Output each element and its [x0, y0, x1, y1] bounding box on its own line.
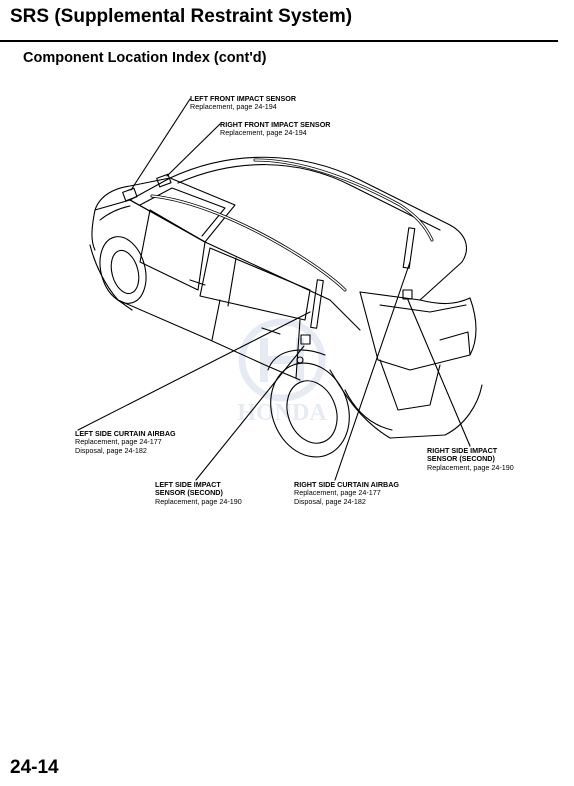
callout-line: Replacement, page 24-177: [294, 488, 381, 498]
callout-heading-2: SENSOR (SECOND): [155, 488, 223, 498]
leader-left-side-sensor: [195, 345, 305, 481]
right-front-impact-sensor-shape: [156, 173, 172, 188]
front-bumper: [89, 244, 133, 311]
callout-right-side-impact-sensor: RIGHT SIDE IMPACT SENSOR (SECOND) Replac…: [427, 446, 514, 472]
left-front-impact-sensor-shape: [122, 187, 138, 202]
leader-left-curtain: [77, 311, 311, 431]
right-inflator: [402, 227, 416, 269]
callout-heading: RIGHT SIDE IMPACT: [427, 446, 498, 455]
front-wheel: [99, 236, 147, 304]
callout-heading: RIGHT SIDE CURTAIN AIRBAG: [294, 480, 400, 489]
body-side: [117, 199, 361, 381]
roof-inner: [177, 164, 441, 231]
callout-left-front-impact-sensor: LEFT FRONT IMPACT SENSOR Replacement, pa…: [190, 94, 297, 112]
callout-heading: RIGHT FRONT IMPACT SENSOR: [220, 120, 331, 129]
right-side-impact-sensor-shape: [402, 289, 413, 300]
callout-line: Replacement, page 24-177: [75, 437, 162, 447]
callout-heading: LEFT SIDE CURTAIN AIRBAG: [75, 429, 176, 438]
roof-outline: [169, 156, 468, 301]
leader-right-front: [166, 123, 221, 177]
page-number: 24-14: [10, 757, 59, 778]
callout-heading: LEFT SIDE IMPACT: [155, 480, 221, 489]
title-rule: [0, 40, 558, 42]
left-inflator: [310, 279, 324, 329]
callout-line: Replacement, page 24-190: [427, 462, 514, 472]
left-side-impact-sensor-shape: [300, 334, 311, 345]
rear-wheel: [270, 362, 350, 458]
front-side-window: [139, 209, 206, 291]
callout-line: Replacement, page 24-194: [190, 102, 277, 112]
callout-line: Replacement, page 24-190: [155, 496, 242, 506]
left-curtain-airbag-rail: [150, 194, 347, 292]
leader-right-side-sensor: [407, 299, 471, 447]
leader-left-front: [130, 98, 191, 191]
hood: [91, 177, 171, 251]
page-title: SRS (Supplemental Restraint System): [10, 6, 353, 27]
section-subtitle: Component Location Index (cont'd): [23, 50, 267, 66]
tail-light: [379, 359, 441, 411]
callout-line: Disposal, page 24-182: [294, 496, 366, 506]
callout-right-side-curtain-airbag: RIGHT SIDE CURTAIN AIRBAG Replacement, p…: [294, 480, 400, 506]
callout-right-front-impact-sensor: RIGHT FRONT IMPACT SENSOR Replacement, p…: [220, 120, 331, 138]
rear-side-window: [199, 247, 311, 321]
callout-heading: LEFT FRONT IMPACT SENSOR: [190, 94, 297, 103]
callout-heading-2: SENSOR (SECOND): [427, 454, 495, 464]
callout-line: Replacement, page 24-194: [220, 128, 307, 138]
svg-text:HONDA: HONDA: [237, 400, 327, 426]
callout-line: Disposal, page 24-182: [75, 445, 147, 455]
leader-right-curtain: [334, 261, 411, 481]
callout-left-side-curtain-airbag: LEFT SIDE CURTAIN AIRBAG Replacement, pa…: [75, 429, 176, 455]
honda-watermark-logo: HONDA: [237, 318, 327, 426]
callout-left-side-impact-sensor: LEFT SIDE IMPACT SENSOR (SECOND) Replace…: [155, 480, 242, 506]
